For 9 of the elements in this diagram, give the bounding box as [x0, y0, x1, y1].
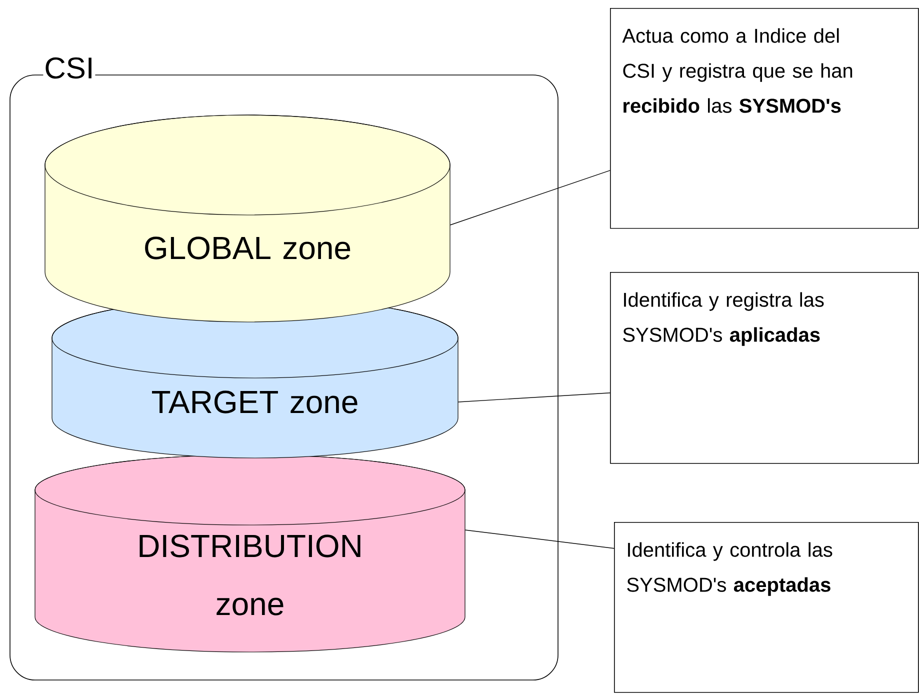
leader-line: [450, 170, 610, 226]
cylinder: DISTRIBUTION zone: [34, 454, 466, 652]
leader-line: [458, 392, 610, 402]
text-box: Actua como a Indice del CSI y registra que se han recibido las SYSMOD's: [610, 8, 919, 229]
leader-line: [464, 530, 614, 549]
text-box: Identifica y controla las SYSMOD's aceptadas: [614, 522, 919, 693]
node-label: CSI: [46, 57, 92, 79]
cylinder: GLOBAL zone: [44, 114, 450, 322]
text-box: Identifica y registra las SYSMOD's aplicadas: [610, 272, 919, 464]
